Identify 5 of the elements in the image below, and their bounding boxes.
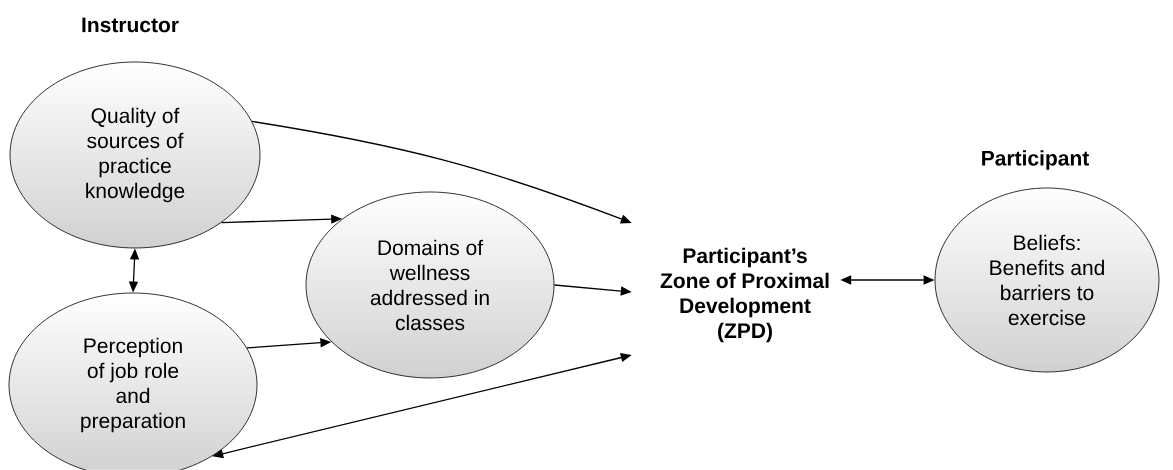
ellipse-node: Beliefs: Benefits and barriers to exercise xyxy=(934,187,1160,373)
node-text: Participant’s Zone of Proximal Development (ZPD) xyxy=(660,247,829,343)
ellipse-node: Quality of sources of practice knowledge xyxy=(9,61,261,249)
group-heading: Instructor xyxy=(82,17,179,33)
ellipse-node: Domains of wellness addressed in classes xyxy=(305,191,555,379)
